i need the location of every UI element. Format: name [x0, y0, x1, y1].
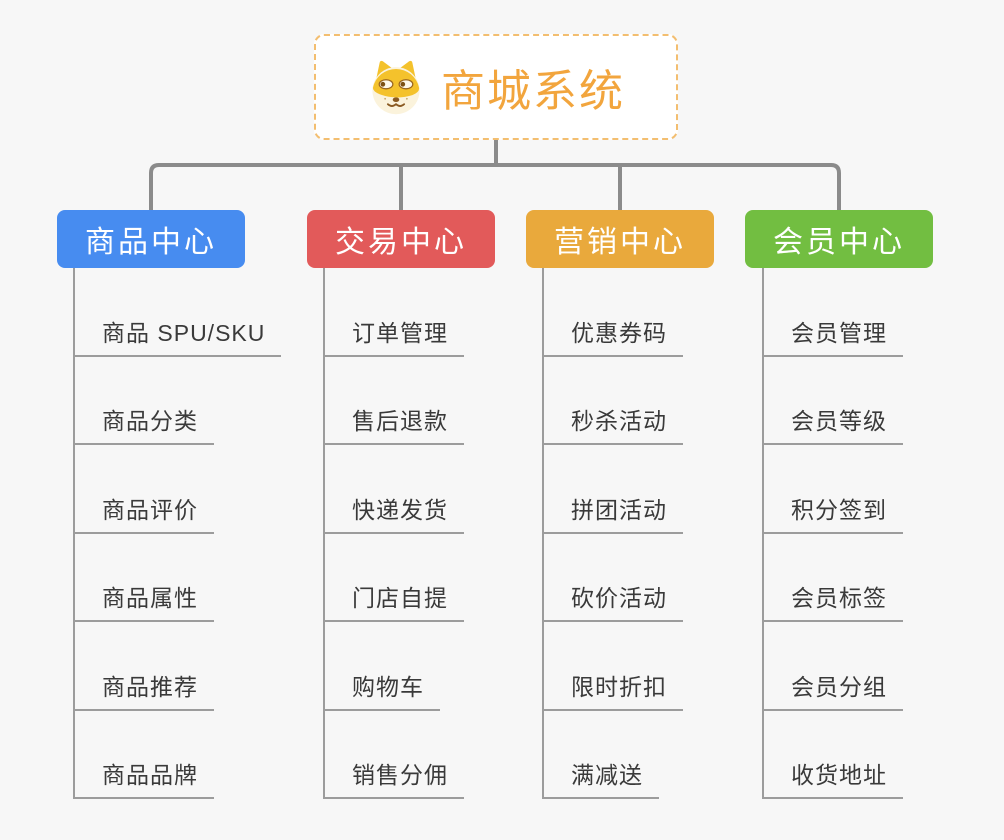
leaf-node[interactable]: 会员管理	[764, 314, 903, 357]
leaf-node[interactable]: 积分签到	[764, 491, 903, 534]
leaf-node[interactable]: 优惠券码	[544, 314, 683, 357]
leaf-node[interactable]: 会员等级	[764, 402, 903, 445]
leaf-node[interactable]: 会员分组	[764, 668, 903, 711]
leaf-node[interactable]: 商品 SPU/SKU	[75, 314, 282, 357]
leaf-node[interactable]: 拼团活动	[544, 491, 683, 534]
leaf-node[interactable]: 商品推荐	[75, 668, 214, 711]
leaf-node[interactable]: 商品分类	[75, 402, 214, 445]
leaf-node[interactable]: 门店自提	[325, 579, 464, 622]
branch-label: 营销中心	[554, 226, 686, 259]
leaf-node[interactable]: 商品品牌	[75, 756, 214, 799]
leaf-column-product-center: 商品 SPU/SKU 商品分类 商品评价 商品属性 商品推荐 商品品牌	[73, 268, 282, 799]
branch-node-marketing-center[interactable]: 营销中心	[526, 210, 714, 268]
leaf-column-trade-center: 订单管理 售后退款 快递发货 门店自提 购物车 销售分佣	[323, 268, 464, 799]
branch-label: 会员中心	[773, 226, 905, 259]
root-node[interactable]: 商城系统	[314, 34, 678, 140]
branch-node-product-center[interactable]: 商品中心	[57, 210, 245, 268]
leaf-node[interactable]: 秒杀活动	[544, 402, 683, 445]
branch-label: 商品中心	[85, 226, 217, 259]
branch-label: 交易中心	[335, 226, 467, 259]
doge-face-icon	[372, 60, 420, 115]
leaf-node[interactable]: 会员标签	[764, 579, 903, 622]
leaf-node[interactable]: 收货地址	[764, 756, 903, 799]
leaf-node[interactable]: 限时折扣	[544, 668, 683, 711]
leaf-column-marketing-center: 优惠券码 秒杀活动 拼团活动 砍价活动 限时折扣 满减送	[542, 268, 683, 799]
branch-node-member-center[interactable]: 会员中心	[745, 210, 933, 268]
leaf-node[interactable]: 快递发货	[325, 491, 464, 534]
leaf-node[interactable]: 商品评价	[75, 491, 214, 534]
leaf-node[interactable]: 售后退款	[325, 402, 464, 445]
leaf-column-member-center: 会员管理 会员等级 积分签到 会员标签 会员分组 收货地址	[762, 268, 903, 799]
leaf-node[interactable]: 砍价活动	[544, 579, 683, 622]
root-title: 商城系统	[441, 67, 625, 116]
leaf-node[interactable]: 订单管理	[325, 314, 464, 357]
branch-node-trade-center[interactable]: 交易中心	[307, 210, 495, 268]
leaf-node[interactable]: 满减送	[544, 756, 659, 799]
leaf-node[interactable]: 商品属性	[75, 579, 214, 622]
leaf-node[interactable]: 购物车	[325, 668, 440, 711]
leaf-node[interactable]: 销售分佣	[325, 756, 464, 799]
